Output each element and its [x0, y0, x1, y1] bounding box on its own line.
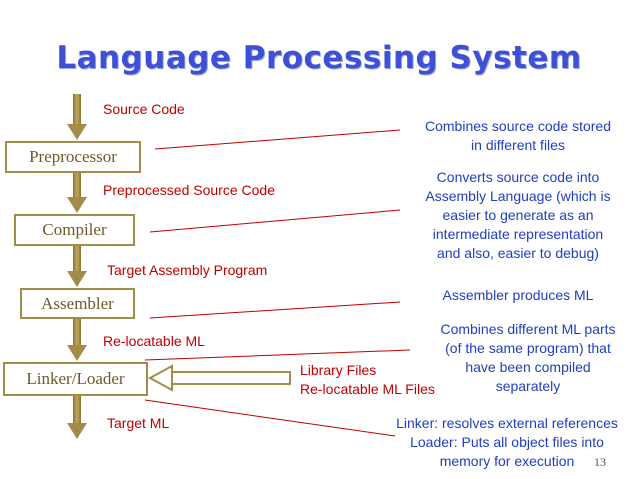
note-assembler: Assembler produces ML — [442, 287, 594, 303]
callout-line-assembler — [149, 301, 401, 319]
note-preprocessor: Combines source code stored in different… — [425, 118, 611, 153]
flow-label-preprocessed: Preprocessed Source Code — [103, 182, 275, 198]
stage-linker-loader: Linker/Loader — [3, 362, 148, 396]
library-files-line: Library Files — [300, 362, 377, 378]
stage-compiler: Compiler — [14, 214, 135, 246]
note-compiler: Converts source code into Assembly Langu… — [425, 169, 611, 261]
stage-assembler: Assembler — [20, 288, 135, 319]
page-title: Language Processing System — [56, 40, 582, 76]
flow-label-source-code: Source Code — [103, 101, 185, 117]
note-linker: Combines different ML parts (of the same… — [440, 321, 616, 394]
flow-arrow-relocatable — [67, 318, 87, 361]
flow-arrow-preprocessed — [67, 172, 87, 213]
library-files-label: Library Files Re-locatable ML Files — [300, 361, 435, 399]
flow-label-relocatable: Re-locatable ML — [103, 333, 205, 349]
flow-arrow-source — [67, 94, 87, 140]
flow-arrow-target — [67, 396, 87, 439]
callout-line-preprocessor — [154, 129, 401, 150]
relocatable-files-line: Re-locatable ML Files — [300, 381, 435, 397]
flow-label-target-ml: Target ML — [107, 415, 170, 431]
callout-line-compiler — [149, 209, 401, 233]
note-linker-loader: Linker: resolves external references Loa… — [396, 415, 618, 469]
callout-line-loader — [144, 399, 396, 437]
library-input-arrow — [147, 364, 291, 392]
stage-preprocessor: Preprocessor — [5, 141, 141, 173]
flow-label-assembly: Target Assembly Program — [107, 262, 268, 278]
callout-line-linker — [144, 349, 411, 361]
page-number: 13 — [594, 455, 606, 469]
flow-arrow-assembly — [67, 246, 87, 287]
